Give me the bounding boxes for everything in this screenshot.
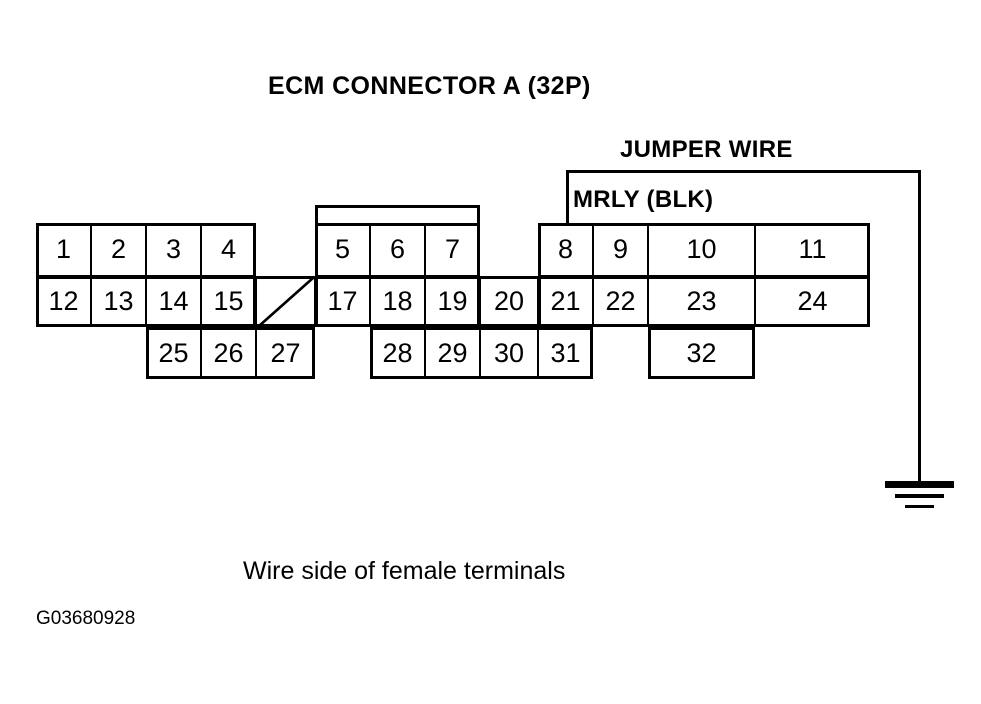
ground-bar-2 [895, 494, 944, 498]
pin-cell-6[interactable]: 6 [370, 223, 425, 276]
pin-cell-26[interactable]: 26 [201, 327, 256, 379]
pin-cell-2[interactable]: 2 [91, 223, 146, 276]
mrly-circuit-label: MRLY (BLK) [573, 186, 714, 213]
jumper-wire-segment-3 [918, 170, 921, 481]
figure-caption: Wire side of female terminals [243, 557, 566, 585]
ground-bar-1 [885, 481, 954, 488]
pin-cell-22[interactable]: 22 [593, 276, 648, 327]
pin-cell-8[interactable]: 8 [538, 223, 593, 276]
pin-cell-20[interactable]: 20 [480, 276, 538, 327]
pin-cell-17[interactable]: 17 [315, 276, 370, 327]
page-title: ECM CONNECTOR A (32P) [268, 72, 591, 100]
pin-cell-25[interactable]: 25 [146, 327, 201, 379]
pin-cell-24[interactable]: 24 [755, 276, 870, 327]
pin-cell-9[interactable]: 9 [593, 223, 648, 276]
pin-cell-21[interactable]: 21 [538, 276, 593, 327]
pin-cell-28[interactable]: 28 [370, 327, 425, 379]
connector-latch-tab [315, 205, 480, 223]
pin-cell-10[interactable]: 10 [648, 223, 755, 276]
pin-cell-14[interactable]: 14 [146, 276, 201, 327]
pin-cell-32[interactable]: 32 [648, 327, 755, 379]
jumper-wire-segment-1 [566, 170, 569, 223]
pin-cell-4[interactable]: 4 [201, 223, 256, 276]
pin-cell-27[interactable]: 27 [256, 327, 315, 379]
jumper-wire-label: JUMPER WIRE [620, 136, 793, 163]
figure-id: G03680928 [36, 608, 136, 629]
pin-cell-15[interactable]: 15 [201, 276, 256, 327]
pin-cell-18[interactable]: 18 [370, 276, 425, 327]
pin-cell-31[interactable]: 31 [538, 327, 593, 379]
pin-cell-19[interactable]: 19 [425, 276, 480, 327]
pin-cell-29[interactable]: 29 [425, 327, 480, 379]
pin-cell-23[interactable]: 23 [648, 276, 755, 327]
pin-cell-3[interactable]: 3 [146, 223, 201, 276]
ground-bar-3 [905, 505, 934, 508]
jumper-wire-segment-2 [566, 170, 921, 173]
pin-cell-1[interactable]: 1 [36, 223, 91, 276]
blank-cell-slash-icon [258, 277, 314, 327]
pin-cell-11[interactable]: 11 [755, 223, 870, 276]
pin-cell-7[interactable]: 7 [425, 223, 480, 276]
pin-cell-13[interactable]: 13 [91, 276, 146, 327]
pin-cell-30[interactable]: 30 [480, 327, 538, 379]
pin-cell-12[interactable]: 12 [36, 276, 91, 327]
pin-cell-5[interactable]: 5 [315, 223, 370, 276]
